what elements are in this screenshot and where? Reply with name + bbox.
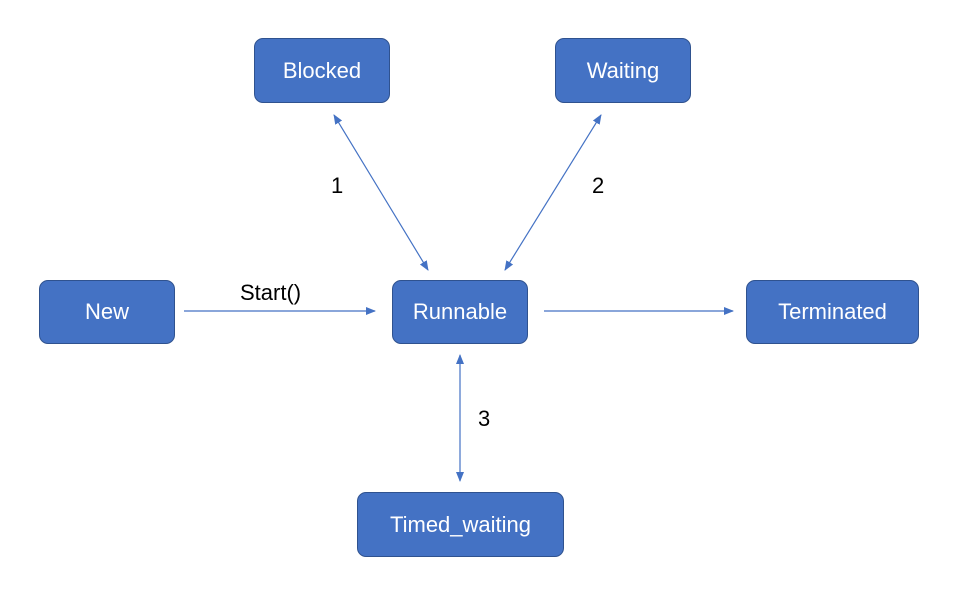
state-terminated-label: Terminated <box>778 299 887 324</box>
arrow-runnable-blocked <box>333 114 429 271</box>
state-blocked-label: Blocked <box>282 57 362 83</box>
edge-label-2: 2 <box>592 173 605 198</box>
state-waiting-label: Waiting <box>586 57 660 83</box>
state-timed-waiting: Timed_waiting <box>357 492 564 557</box>
state-terminated: Terminated <box>746 280 919 344</box>
edge-label-3: 3 <box>478 406 491 431</box>
arrow-runnable-waiting <box>504 114 602 271</box>
state-new: New <box>39 280 175 344</box>
edge-label-start: Start() <box>240 280 302 305</box>
state-blocked: Blocked <box>254 38 390 103</box>
state-timed-waiting-label: Timed_waiting <box>389 511 532 537</box>
state-waiting: Waiting <box>555 38 691 103</box>
state-runnable: Runnable <box>392 280 528 344</box>
edge-label-1: 1 <box>331 173 344 198</box>
state-runnable-label: Runnable <box>412 299 508 324</box>
state-new-label: New <box>84 299 129 324</box>
